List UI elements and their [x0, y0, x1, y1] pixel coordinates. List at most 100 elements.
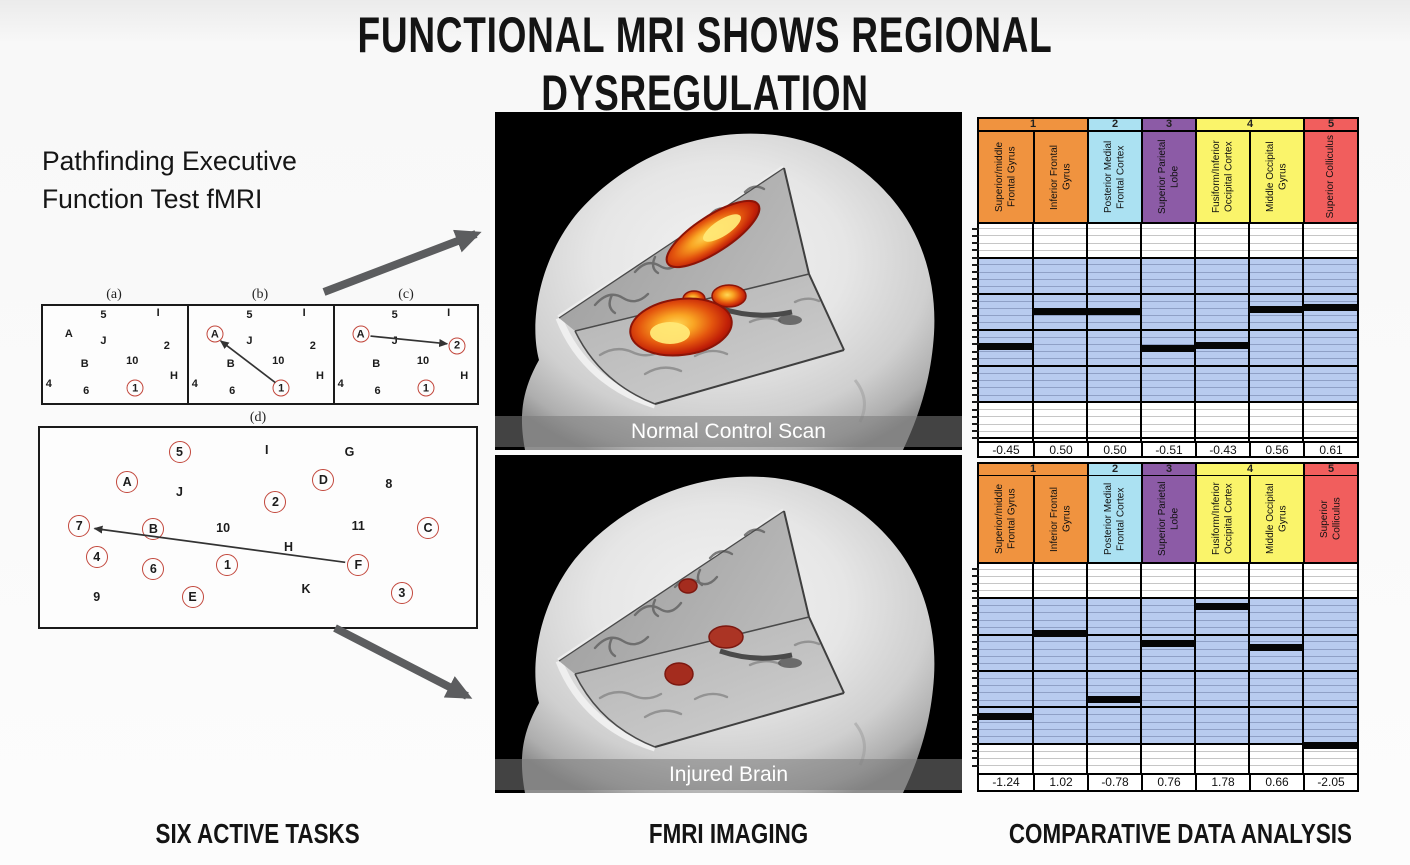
task-item: 9 [93, 590, 101, 605]
task-item: G [344, 444, 355, 459]
value-cell: -0.45 [992, 443, 1020, 457]
task-item: 5 [246, 308, 253, 321]
task-item: 5 [391, 308, 398, 321]
value-cell: -0.78 [1087, 775, 1141, 790]
chart-group-header: 1 [979, 119, 1087, 130]
y-axis-tick [972, 750, 979, 753]
task-item: B [226, 358, 235, 371]
chart-column-header: Superior Parietal Lobe [1141, 132, 1195, 222]
y-axis-tick [972, 328, 979, 331]
y-axis-tick [972, 263, 979, 266]
task-item: 4 [45, 377, 52, 390]
task-item: J [246, 334, 253, 347]
data-marker [1249, 643, 1303, 651]
y-axis-tick [972, 321, 979, 324]
task-item: 4 [337, 377, 344, 390]
y-axis-tick [972, 611, 979, 614]
brain-scan-normal: Normal Control Scan [495, 112, 962, 450]
y-axis-tick [972, 655, 979, 658]
y-axis-tick [972, 350, 979, 353]
data-marker [1033, 308, 1087, 316]
page-title: FUNCTIONAL MRI SHOWS REGIONAL DYSREGULAT… [0, 6, 1410, 122]
task-item-circled: 1 [126, 379, 144, 397]
y-axis-tick [972, 582, 979, 585]
value-cell: 0.61 [1303, 443, 1357, 457]
task-item-circled: 7 [68, 514, 91, 537]
task-item-circled: 3 [390, 582, 413, 605]
panel-d-label: (d) [249, 410, 267, 425]
y-axis-tick [972, 604, 979, 607]
data-marker [1033, 630, 1087, 638]
task-item: 10 [126, 355, 139, 368]
y-axis-tick [972, 670, 979, 673]
task-item: H [170, 369, 179, 382]
y-axis-tick [972, 662, 979, 665]
value-cell: 0.56 [1249, 443, 1303, 457]
chart-column-header: Superior/middle Frontal Gyrus [979, 132, 1033, 222]
chart-column-header: Middle Occipital Gyrus [1249, 132, 1303, 222]
task-item: 2 [309, 339, 316, 352]
y-axis-tick [972, 568, 979, 571]
y-axis-tick [972, 677, 979, 680]
y-axis-tick [972, 626, 979, 629]
y-axis-tick [972, 415, 979, 418]
chart-group-header: 5 [1303, 464, 1357, 475]
data-marker [1249, 306, 1303, 314]
y-axis-tick [972, 365, 979, 368]
task-item-circled: 6 [142, 558, 165, 581]
injured-scan-caption: Injured Brain [495, 759, 962, 790]
chart-group-header: 4 [1195, 464, 1303, 475]
footer-label-tasks: SIX ACTIVE TASKS [155, 818, 361, 849]
chart-column-header: Superior/middle Frontal Gyrus [979, 476, 1033, 562]
y-axis-tick [972, 721, 979, 724]
y-axis-tick [972, 336, 979, 339]
chart-group-header: 1 [979, 464, 1087, 475]
task-item: 2 [163, 339, 170, 352]
task-item-circled: E [181, 586, 204, 609]
task-item-circled: F [347, 554, 370, 577]
task-item-circled: 5 [168, 440, 191, 463]
brain-scan-injured: Injured Brain [495, 455, 962, 793]
y-axis-tick [972, 742, 979, 745]
data-marker [1141, 639, 1195, 647]
task-item-circled: A [206, 325, 224, 343]
activation-blobs-normal [629, 199, 761, 357]
y-axis-tick [972, 386, 979, 389]
chart-column-header: Posterior Medial Frontal Cortex [1087, 476, 1141, 562]
y-axis-tick [972, 357, 979, 360]
task-item: J [176, 484, 183, 499]
y-axis-tick [972, 307, 979, 310]
task-item: B [80, 358, 89, 371]
task-item-circled: 1 [417, 379, 435, 397]
value-cell: 1.02 [1033, 775, 1087, 790]
task-item-circled: 2 [448, 337, 466, 355]
chart-column-header: Inferior Frontal Gyrus [1033, 476, 1087, 562]
y-axis-tick [972, 575, 979, 578]
task-item: H [316, 369, 325, 382]
y-axis-tick [972, 684, 979, 687]
y-axis-tick [972, 234, 979, 237]
y-axis-tick [972, 728, 979, 731]
y-axis-tick [972, 437, 979, 440]
value-cell: 0.50 [1033, 443, 1087, 457]
value-cell: -0.43 [1195, 443, 1249, 457]
y-axis-tick [972, 271, 979, 274]
y-axis-tick [972, 648, 979, 651]
y-axis-tick [972, 242, 979, 245]
data-marker [979, 342, 1033, 350]
task-item: I [156, 306, 160, 319]
task-item: 8 [385, 476, 393, 491]
task-item: 11 [351, 518, 365, 533]
y-axis-tick [972, 278, 979, 281]
data-marker [1195, 602, 1249, 610]
y-axis-tick [972, 619, 979, 622]
brain-scan-normal-image [495, 112, 962, 450]
task-item-circled: 2 [264, 490, 287, 513]
data-marker [1303, 304, 1357, 312]
y-axis-tick [972, 372, 979, 375]
